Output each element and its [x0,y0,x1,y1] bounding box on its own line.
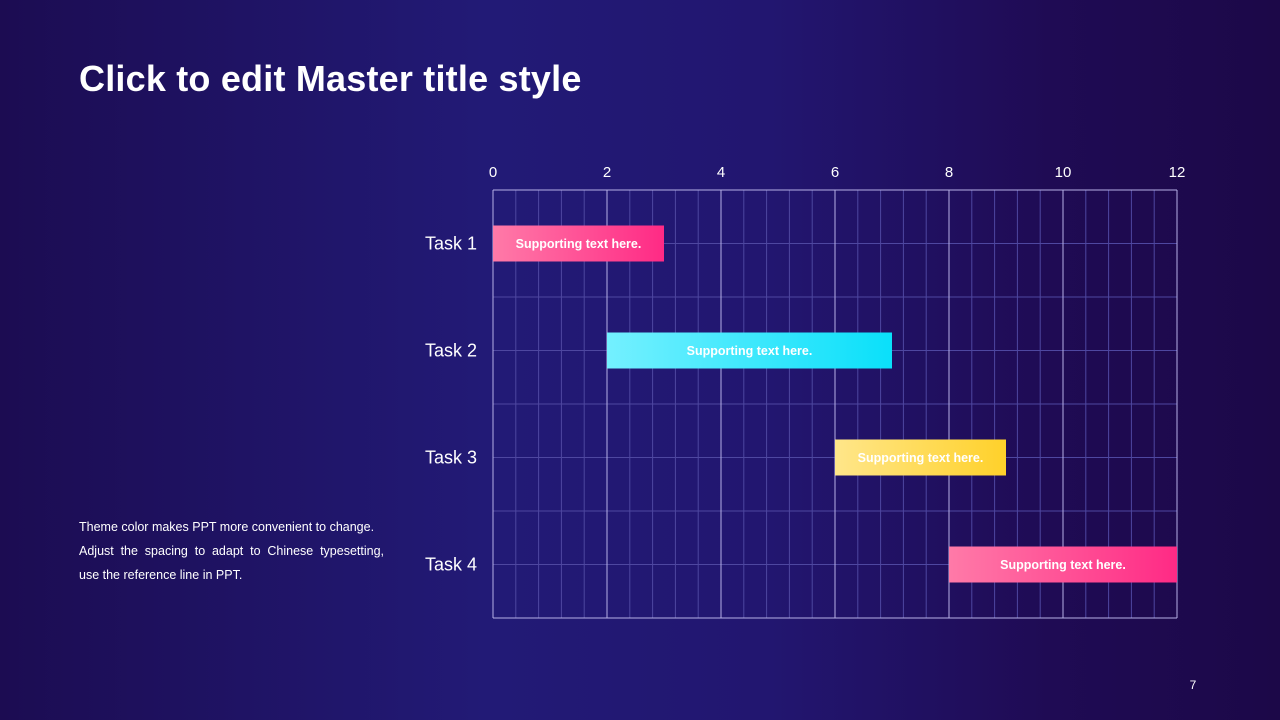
task-bar-1[interactable]: Supporting text here. [493,225,664,262]
body-text[interactable]: Theme color makes PPT more convenient to… [79,515,384,587]
task-bar-4[interactable]: Supporting text here. [949,546,1177,583]
task-label: Task 1 [425,234,477,254]
task-bar-label: Supporting text here. [1000,558,1126,572]
task-label: Task 4 [425,555,477,575]
body-line-2: Adjust the spacing to adapt to Chinese t… [79,544,384,582]
x-tick-label: 0 [489,164,497,181]
x-tick-label: 12 [1169,164,1186,181]
task-label: Task 2 [425,341,477,361]
page-number: 7 [1189,678,1197,692]
slide-title[interactable]: Click to edit Master title style [79,58,582,99]
task-bar-rect[interactable] [835,439,1006,476]
task-label: Task 3 [425,448,477,468]
task-bar-rect[interactable] [607,332,892,369]
x-tick-label: 6 [831,164,839,181]
y-axis-task-labels: Task 1 Task 2 Task 3 Task 4 [425,234,477,575]
x-tick-label: 4 [717,164,725,181]
task-bar-2[interactable]: Supporting text here. [607,332,892,369]
task-bar-label: Supporting text here. [516,237,642,251]
task-bars: Supporting text here. Supporting text her… [493,225,1177,583]
x-tick-label: 8 [945,164,953,181]
task-bar-rect[interactable] [493,225,664,262]
x-axis-ticks: 0 2 4 6 8 10 12 [489,164,1186,181]
x-tick-label: 10 [1055,164,1072,181]
body-line-1: Theme color makes PPT more convenient to… [79,520,375,534]
task-bar-rect[interactable] [949,546,1177,583]
task-bar-label: Supporting text here. [858,451,984,465]
task-bar-label: Supporting text here. [687,344,813,358]
x-tick-label: 2 [603,164,611,181]
task-bar-3[interactable]: Supporting text here. [835,439,1006,476]
